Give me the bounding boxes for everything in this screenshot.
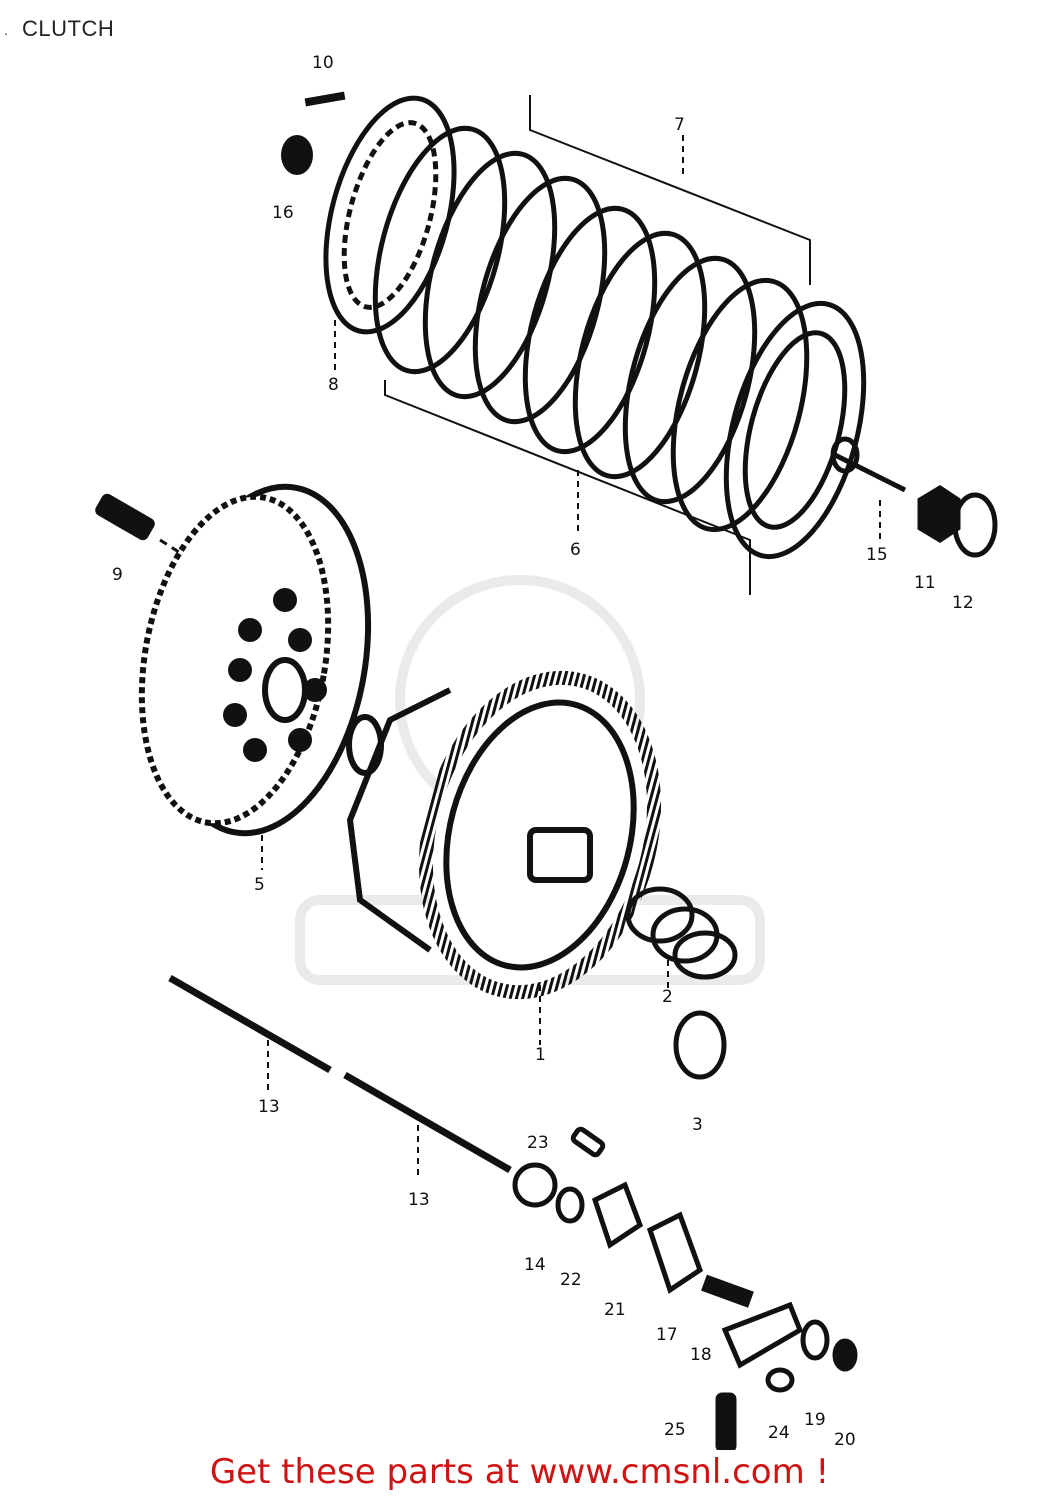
label-part-7: 7 <box>674 115 685 135</box>
label-part-10: 10 <box>312 53 334 73</box>
label-part-15: 15 <box>866 545 888 565</box>
clutch-plate-stack <box>323 95 867 595</box>
label-part-13-lower: 13 <box>408 1190 430 1210</box>
label-part-19: 19 <box>804 1410 826 1430</box>
label-part-14: 14 <box>524 1255 546 1275</box>
label-part-3: 3 <box>692 1115 703 1135</box>
cap-part-16 <box>281 91 346 175</box>
label-part-8: 8 <box>328 375 339 395</box>
push-rods-part-13 <box>168 974 512 1174</box>
part-labels: 10 7 16 8 9 6 15 11 12 5 2 1 3 13 13 23 … <box>112 53 974 1450</box>
page-title: CLUTCH <box>22 16 115 41</box>
label-part-11: 11 <box>914 573 936 593</box>
footer-link[interactable]: Get these parts at www.cmsnl.com ! <box>209 1452 830 1492</box>
label-part-13-upper: 13 <box>258 1097 280 1117</box>
corner-marks: . <box>4 22 8 38</box>
label-part-5: 5 <box>254 875 265 895</box>
clutch-exploded-diagram: 10 7 16 8 9 6 15 11 12 5 2 1 3 13 13 23 … <box>95 53 998 1450</box>
label-part-24: 24 <box>768 1423 790 1443</box>
label-part-21: 21 <box>604 1300 626 1320</box>
label-part-25: 25 <box>664 1420 686 1440</box>
pressure-plate-part-5 <box>138 483 372 837</box>
label-part-18: 18 <box>690 1345 712 1365</box>
label-part-17: 17 <box>656 1325 678 1345</box>
pushrod-nut-washer <box>830 436 998 558</box>
leader-lines <box>261 135 881 1180</box>
label-part-6: 6 <box>570 540 581 560</box>
label-part-16: 16 <box>272 203 294 223</box>
label-part-12: 12 <box>952 593 974 613</box>
label-part-22: 22 <box>560 1270 582 1290</box>
label-part-2: 2 <box>662 987 673 1007</box>
label-part-1: 1 <box>535 1045 546 1065</box>
release-mechanism <box>512 1126 858 1450</box>
clutch-housing-part-1 <box>346 670 662 1000</box>
springs-rings <box>625 886 738 1080</box>
label-part-23: 23 <box>527 1133 549 1153</box>
label-part-20: 20 <box>834 1430 856 1450</box>
label-part-9: 9 <box>112 565 123 585</box>
